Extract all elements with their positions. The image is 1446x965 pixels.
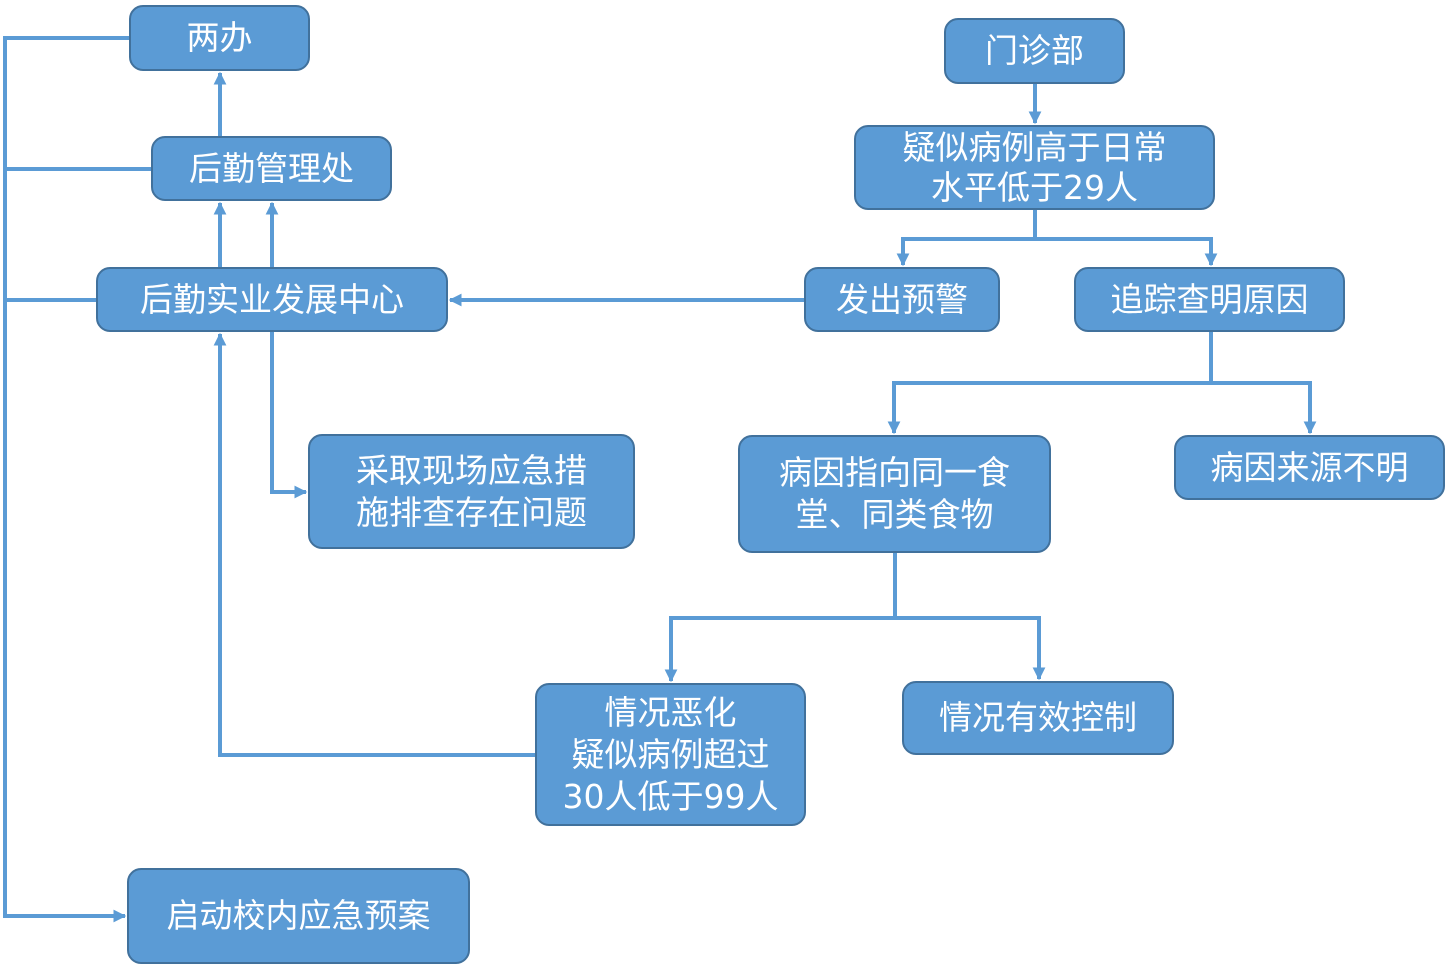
node-houqin-shiye: 后勤实业发展中心 [96, 267, 448, 332]
connector-to-buming [1211, 381, 1317, 435]
node-label-line: 堂、同类食物 [795, 495, 994, 534]
connector-to-fachu [896, 237, 1035, 267]
connector-liangban-to-qidong [3, 36, 129, 923]
node-zhuizong: 追踪查明原因 [1074, 267, 1345, 332]
node-bingyin-shitang: 病因指向同一食堂、同类食物 [738, 435, 1051, 553]
node-caiqu: 采取现场应急措施排查存在问题 [308, 434, 635, 549]
node-label: 情况有效控制 [939, 698, 1137, 737]
node-label: 启动校内应急预案 [166, 896, 431, 935]
node-label: 发出预警 [836, 279, 968, 319]
node-houqin-guanli: 后勤管理处 [151, 136, 392, 201]
node-bingyin-buming: 病因来源不明 [1174, 435, 1445, 500]
node-label: 后勤实业发展中心 [140, 279, 404, 319]
node-yisi: 疑似病例高于日常水平低于29人 [854, 125, 1215, 210]
node-label-line: 30人低于99人 [562, 776, 779, 816]
connector-to-zhuizong [1035, 237, 1218, 267]
node-qidong: 启动校内应急预案 [127, 868, 470, 964]
node-label-line: 采取现场应急措 [356, 450, 587, 490]
node-label: 病因来源不明 [1210, 447, 1409, 487]
node-label-line: 疑似病例高于日常 [902, 127, 1167, 167]
connector-shiye-to-caiqu [270, 332, 308, 499]
connector-to-shitang [887, 381, 1211, 435]
node-label-line: 疑似病例超过 [571, 734, 770, 774]
node-label: 两办 [186, 18, 253, 57]
node-label-line: 情况恶化 [604, 692, 737, 732]
node-label: 后勤管理处 [189, 148, 354, 188]
node-label-line: 施排查存在问题 [356, 492, 587, 532]
node-fachu: 发出预警 [804, 267, 1000, 332]
node-label: 门诊部 [985, 31, 1084, 70]
node-youxiao: 情况有效控制 [902, 681, 1174, 755]
node-menzhenbu: 门诊部 [944, 18, 1125, 84]
connector-to-youxiao [895, 616, 1046, 681]
node-liangban: 两办 [129, 5, 310, 71]
node-label-line: 病因指向同一食 [779, 453, 1010, 492]
connector-ehua-to-shiye [213, 332, 535, 757]
node-label-line: 水平低于29人 [931, 167, 1138, 207]
node-label: 追踪查明原因 [1110, 279, 1309, 319]
connector-to-ehua [664, 616, 895, 683]
